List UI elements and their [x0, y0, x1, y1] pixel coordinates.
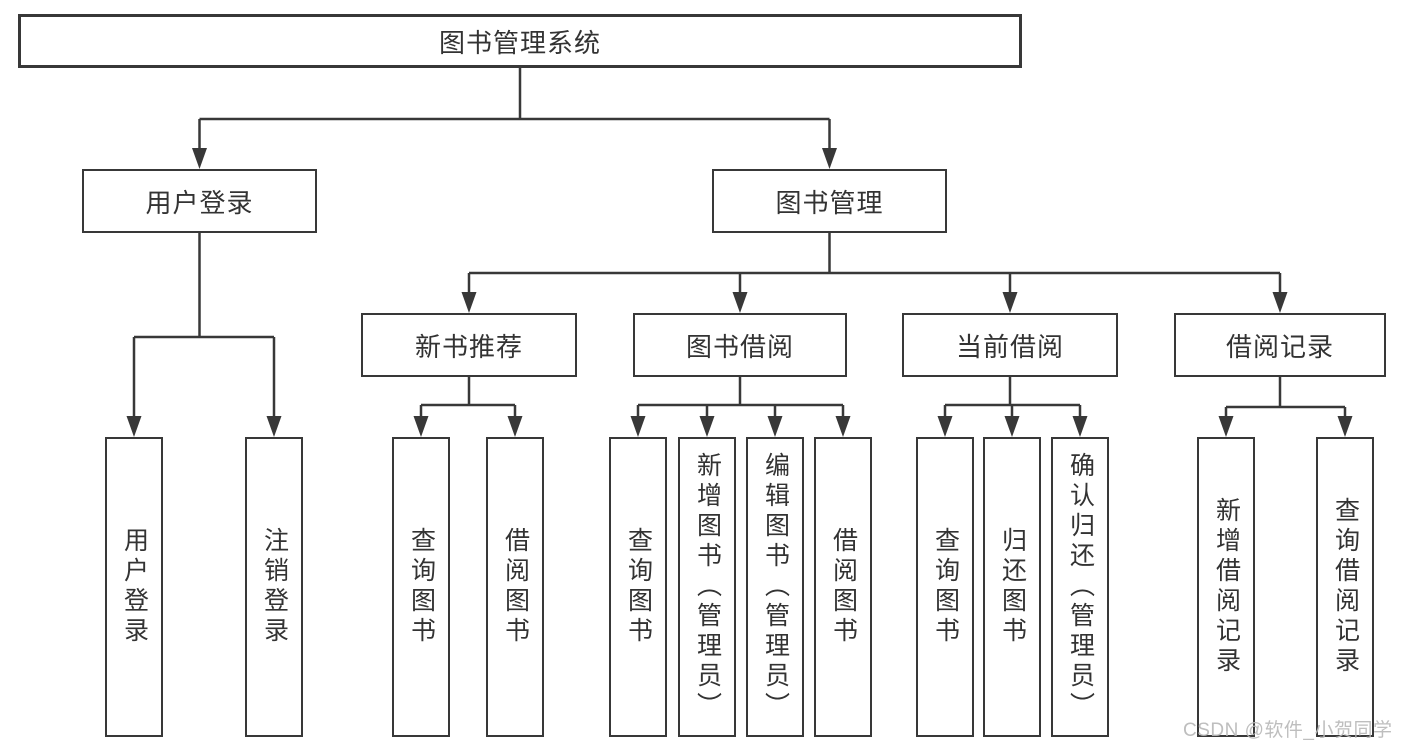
node-label: 图书借阅 [685, 331, 794, 362]
csdn-watermark: CSDN @软件_小贺同学 [1183, 720, 1393, 741]
leaf-query-borrow-record: 查询借阅记录 [1316, 437, 1374, 737]
leaf-query-books-recommend: 查询图书 [392, 437, 450, 737]
leaf-label: 查询借阅记录 [1331, 497, 1360, 677]
node-label: 图书管理 [775, 187, 884, 218]
leaf-borrow-books-recommend: 借阅图书 [486, 437, 544, 737]
node-borrow-record: 借阅记录 [1174, 313, 1386, 377]
node-current-borrow: 当前借阅 [902, 313, 1118, 377]
leaf-borrow-books: 借阅图书 [814, 437, 872, 737]
node-label: 用户登录 [145, 187, 254, 218]
leaf-label: 查询图书 [624, 527, 653, 647]
leaf-edit-books-admin: 编辑图书（管理员） [746, 437, 804, 737]
leaf-label: 新增借阅记录 [1212, 497, 1241, 677]
leaf-return-books: 归还图书 [983, 437, 1041, 737]
leaf-label: 确认归还（管理员） [1066, 452, 1095, 722]
node-label: 图书管理系统 [438, 27, 601, 58]
leaf-user-login: 用户登录 [105, 437, 163, 737]
leaf-label: 查询图书 [407, 527, 436, 647]
leaf-label: 用户登录 [120, 527, 149, 647]
leaf-query-books-current: 查询图书 [916, 437, 974, 737]
node-new-book-recommend: 新书推荐 [361, 313, 577, 377]
leaf-label: 归还图书 [998, 527, 1027, 647]
leaf-confirm-return-admin: 确认归还（管理员） [1051, 437, 1109, 737]
arrowhead-icons [126, 148, 1353, 437]
node-label: 当前借阅 [955, 331, 1064, 362]
leaf-logout: 注销登录 [245, 437, 303, 737]
leaf-label: 查询图书 [931, 527, 960, 647]
leaf-query-books-borrow: 查询图书 [609, 437, 667, 737]
leaf-label: 借阅图书 [501, 527, 530, 647]
node-library-management-system: 图书管理系统 [18, 14, 1022, 68]
node-book-management: 图书管理 [712, 169, 947, 233]
leaf-add-books-admin: 新增图书（管理员） [678, 437, 736, 737]
leaf-label: 注销登录 [260, 527, 289, 647]
node-label: 借阅记录 [1225, 331, 1334, 362]
node-book-borrow: 图书借阅 [633, 313, 847, 377]
node-label: 新书推荐 [414, 331, 523, 362]
node-user-login: 用户登录 [82, 169, 317, 233]
leaf-label: 编辑图书（管理员） [761, 452, 790, 722]
leaf-label: 新增图书（管理员） [693, 452, 722, 722]
leaf-label: 借阅图书 [829, 527, 858, 647]
leaf-add-borrow-record: 新增借阅记录 [1197, 437, 1255, 737]
